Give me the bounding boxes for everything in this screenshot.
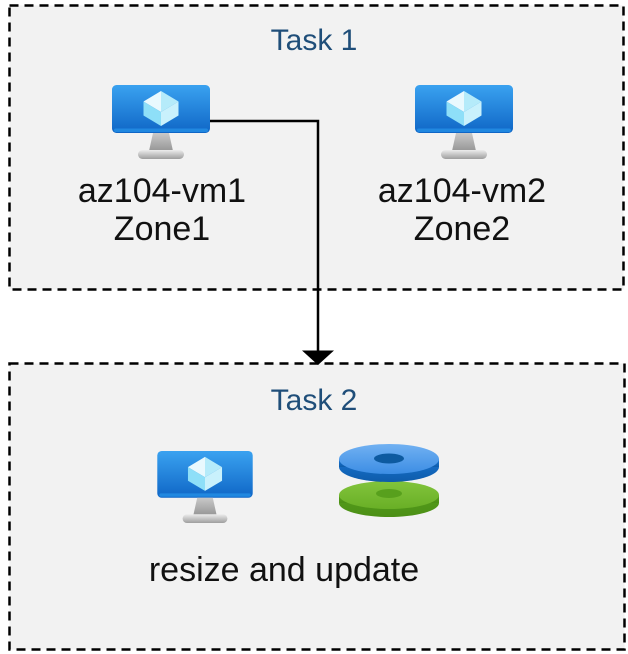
vm2-zone: Zone2: [413, 210, 511, 248]
vm2-name: az104-vm2: [377, 172, 547, 210]
task2-title: Task 2: [270, 384, 358, 417]
vm2-label: az104-vm2 Zone2: [352, 172, 572, 248]
task1-title: Task 1: [270, 24, 358, 57]
vm1-label: az104-vm1 Zone1: [52, 172, 272, 248]
vm1-zone: Zone1: [113, 210, 211, 248]
virtual-machine-icon: [415, 85, 513, 159]
vm1-name: az104-vm1: [77, 172, 247, 210]
managed-disks-icon: [339, 444, 439, 517]
task2-caption: resize and update: [148, 551, 420, 589]
virtual-machine-icon: [112, 85, 210, 159]
virtual-machine-icon: [157, 451, 253, 524]
connector-arrowhead: [302, 350, 334, 365]
